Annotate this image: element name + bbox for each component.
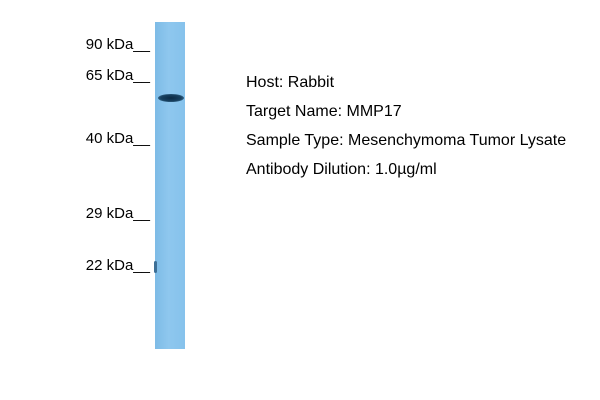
- marker-40kda-label: 40 kDa__: [85, 130, 150, 147]
- marker-65kda-label: 65 kDa__: [85, 67, 150, 84]
- sample-info: Host: Rabbit Target Name: MMP17 Sample T…: [246, 68, 566, 184]
- marker-22kda-label: 22 kDa__: [85, 257, 150, 274]
- marker-29kda-label: 29 kDa__: [85, 205, 150, 222]
- protein-band: [158, 94, 184, 102]
- sample-type-text: Sample Type: Mesenchymoma Tumor Lysate: [246, 132, 567, 149]
- target-name-text: Target Name: MMP17: [246, 103, 402, 120]
- blot-lane: [155, 22, 185, 349]
- lane-edge-mark: [154, 261, 157, 273]
- marker-90kda-label: 90 kDa__: [85, 36, 150, 53]
- host-text: Host: Rabbit: [246, 74, 335, 91]
- antibody-dilution-text: Antibody Dilution: 1.0µg/ml: [246, 161, 437, 178]
